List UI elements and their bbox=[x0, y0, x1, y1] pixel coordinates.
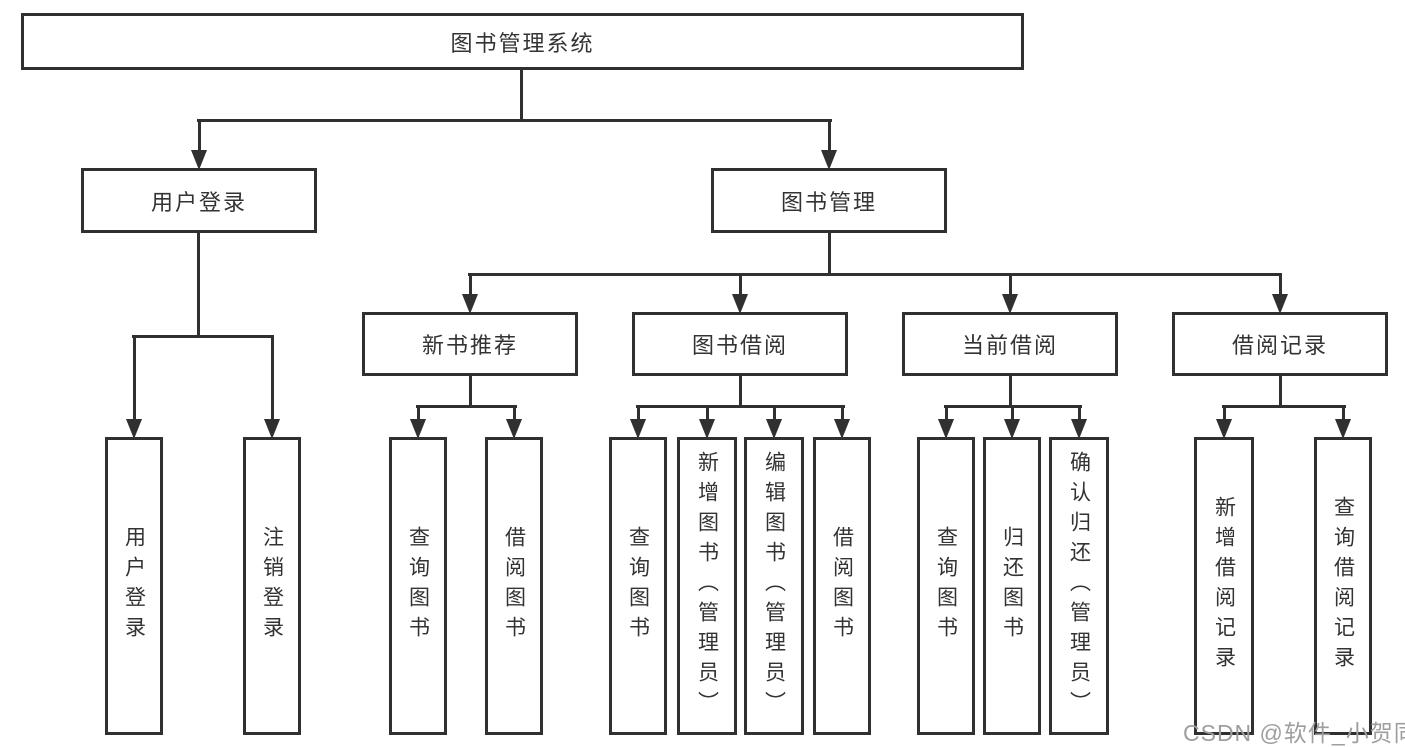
csdn-watermark: CSDN @软件_小贺同学 bbox=[1183, 720, 1405, 746]
leaf-label: 借阅图书 bbox=[830, 526, 854, 646]
connector-hline bbox=[197, 119, 832, 122]
connector-vline bbox=[469, 376, 472, 406]
connector-arrow-down bbox=[834, 405, 850, 439]
connector-hline bbox=[636, 405, 845, 408]
connector-arrow-down bbox=[699, 405, 715, 439]
connector-vline bbox=[828, 233, 831, 274]
leaf-label: 注销登录 bbox=[260, 526, 284, 646]
node-label: 借阅记录 bbox=[1231, 333, 1328, 358]
leaf-current-confirm-return-admin: 确认归还（管理员） bbox=[1049, 437, 1109, 735]
leaf-borrowing-query-books: 查询图书 bbox=[609, 437, 667, 735]
connector-vline bbox=[520, 69, 523, 119]
leaf-label: 新增借阅记录 bbox=[1212, 496, 1236, 676]
connector-vline bbox=[197, 233, 200, 336]
node-new-book-recommend: 新书推荐 bbox=[362, 312, 578, 376]
node-book-borrowing: 图书借阅 bbox=[632, 312, 848, 376]
node-label: 用户登录 bbox=[150, 189, 247, 215]
leaf-records-add-borrow-record: 新增借阅记录 bbox=[1194, 437, 1254, 735]
node-label: 图书借阅 bbox=[691, 333, 788, 358]
connector-arrow-down bbox=[1002, 273, 1018, 314]
leaf-borrowing-borrow-books: 借阅图书 bbox=[813, 437, 871, 735]
connector-arrow-down bbox=[938, 405, 954, 439]
leaf-user-login: 用户登录 bbox=[105, 437, 163, 735]
leaf-borrowing-add-books-admin: 新增图书（管理员） bbox=[677, 437, 737, 735]
leaf-logout: 注销登录 bbox=[243, 437, 301, 735]
leaf-borrowing-edit-books-admin: 编辑图书（管理员） bbox=[744, 437, 804, 735]
connector-arrow-down bbox=[506, 405, 522, 439]
leaf-label: 新增图书（管理员） bbox=[695, 451, 719, 721]
connector-vline bbox=[1009, 376, 1012, 406]
leaf-label: 确认归还（管理员） bbox=[1067, 451, 1091, 721]
node-label: 当前借阅 bbox=[961, 333, 1058, 358]
node-label: 图书管理 bbox=[780, 189, 877, 215]
connector-vline bbox=[739, 376, 742, 406]
connector-arrow-down bbox=[1071, 405, 1087, 439]
connector-arrow-down bbox=[1216, 405, 1232, 439]
connector-arrow-down bbox=[462, 273, 478, 314]
connector-arrow-down bbox=[1004, 405, 1020, 439]
node-book-management: 图书管理 bbox=[711, 168, 947, 233]
connector-arrow-down bbox=[1272, 273, 1288, 314]
connector-hline bbox=[132, 335, 274, 338]
connector-arrow-down bbox=[1335, 405, 1351, 439]
connector-arrow-down bbox=[264, 335, 280, 439]
leaf-label: 归还图书 bbox=[1000, 526, 1024, 646]
connector-arrow-down bbox=[126, 335, 142, 439]
leaf-label: 用户登录 bbox=[122, 526, 146, 646]
connector-arrow-down bbox=[821, 119, 837, 170]
leaf-recommend-query-books: 查询图书 bbox=[389, 437, 447, 735]
node-user-login: 用户登录 bbox=[81, 168, 317, 233]
leaf-label: 借阅图书 bbox=[502, 526, 526, 646]
connector-arrow-down bbox=[410, 405, 426, 439]
leaf-label: 查询图书 bbox=[406, 526, 430, 646]
connector-arrow-down bbox=[732, 273, 748, 314]
node-label: 新书推荐 bbox=[421, 333, 518, 358]
connector-hline bbox=[416, 405, 517, 408]
connector-arrow-down bbox=[630, 405, 646, 439]
leaf-current-query-books: 查询图书 bbox=[917, 437, 975, 735]
connector-vline bbox=[1279, 376, 1282, 406]
leaf-label: 查询借阅记录 bbox=[1331, 496, 1355, 676]
connector-hline bbox=[1222, 405, 1346, 408]
leaf-records-query-borrow-record: 查询借阅记录 bbox=[1314, 437, 1372, 735]
leaf-current-return-books: 归还图书 bbox=[983, 437, 1041, 735]
connector-arrow-down bbox=[766, 405, 782, 439]
connector-hline bbox=[468, 273, 1282, 276]
connector-arrow-down bbox=[191, 119, 207, 170]
leaf-label: 查询图书 bbox=[626, 526, 650, 646]
node-label: 图书管理系统 bbox=[450, 30, 595, 56]
node-current-borrowing: 当前借阅 bbox=[902, 312, 1118, 376]
leaf-label: 编辑图书（管理员） bbox=[762, 451, 786, 721]
leaf-label: 查询图书 bbox=[934, 526, 958, 646]
leaf-recommend-borrow-books: 借阅图书 bbox=[485, 437, 543, 735]
node-borrowing-records: 借阅记录 bbox=[1172, 312, 1388, 376]
node-library-management-system: 图书管理系统 bbox=[21, 13, 1024, 70]
